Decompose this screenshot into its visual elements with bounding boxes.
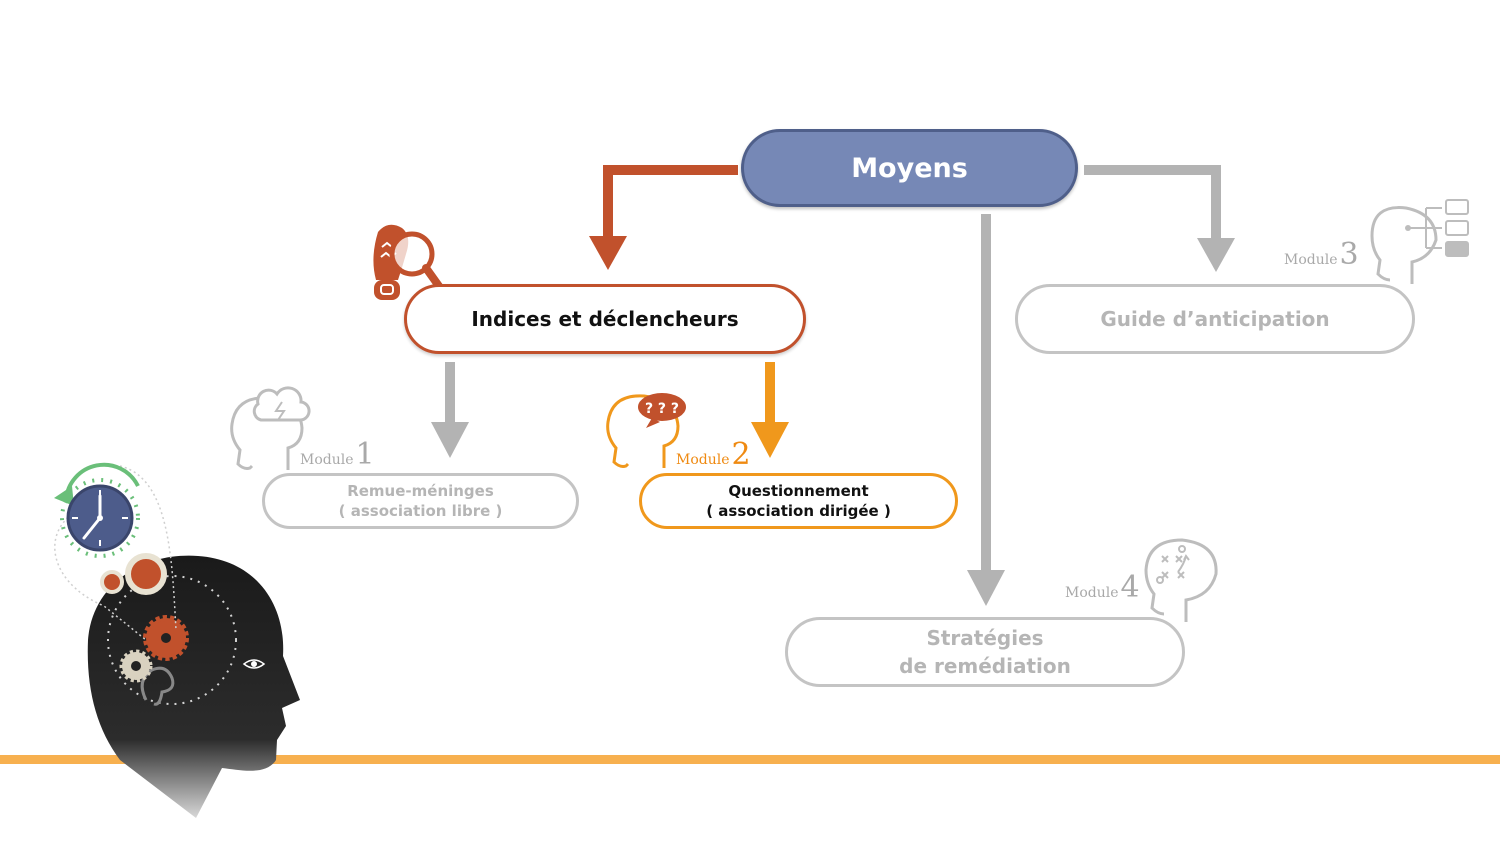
brainstorm-head-icon — [230, 386, 311, 470]
clock-icon — [54, 462, 140, 558]
node-remue-line1: Remue-méninges — [347, 482, 494, 500]
node-guide-label: Guide d’anticipation — [1100, 307, 1330, 331]
node-moyens-label: Moyens — [851, 152, 968, 184]
node-strategies[interactable]: Stratégies de remédiation — [785, 617, 1185, 687]
connector-root-to-guide — [1084, 165, 1235, 272]
module-2-number: 2 — [731, 437, 751, 472]
node-strategies-line2: de remédiation — [899, 654, 1071, 678]
node-remue-meninges[interactable]: Remue-méninges ( association libre ) — [262, 473, 579, 529]
strategy-head-icon — [1144, 538, 1218, 622]
connector-indices-to-questionnement — [751, 362, 789, 458]
node-indices-label: Indices et déclencheurs — [471, 307, 739, 331]
svg-text:? ? ?: ? ? ? — [645, 401, 679, 417]
connector-indices-to-remue — [431, 362, 469, 458]
module-4-word: Module — [1065, 585, 1119, 601]
gear-large-icon — [143, 615, 189, 661]
clock-gears-head-icon — [54, 462, 300, 818]
node-indices[interactable]: Indices et déclencheurs — [404, 284, 806, 354]
module-2-label: Module 2 — [676, 440, 751, 470]
gear-top-icon — [100, 553, 167, 595]
node-remue-line2: ( association libre ) — [338, 502, 503, 520]
module-3-label: Module 3 — [1284, 240, 1359, 270]
connector-root-to-strategies — [967, 214, 1005, 606]
module-3-number: 3 — [1339, 237, 1359, 272]
module-1-word: Module — [300, 452, 354, 468]
module-4-number: 4 — [1120, 570, 1140, 605]
gear-small-icon — [119, 649, 153, 683]
question-head-icon: ? ? ? — [606, 393, 686, 468]
flowchart-head-icon — [1370, 199, 1469, 284]
node-moyens[interactable]: Moyens — [741, 129, 1078, 207]
module-4-label: Module 4 — [1065, 573, 1140, 603]
node-questionnement-line1: Questionnement — [728, 482, 869, 500]
module-3-word: Module — [1284, 252, 1338, 268]
node-questionnement-line2: ( association dirigée ) — [706, 502, 891, 520]
node-strategies-line1: Stratégies — [926, 626, 1044, 650]
node-guide-anticipation[interactable]: Guide d’anticipation — [1015, 284, 1415, 354]
module-1-label: Module 1 — [300, 440, 375, 470]
connector-root-to-indices — [589, 165, 738, 270]
module-1-number: 1 — [355, 437, 375, 472]
baseline-bar — [0, 755, 1500, 764]
node-questionnement[interactable]: Questionnement ( association dirigée ) — [639, 473, 958, 529]
module-2-word: Module — [676, 452, 730, 468]
